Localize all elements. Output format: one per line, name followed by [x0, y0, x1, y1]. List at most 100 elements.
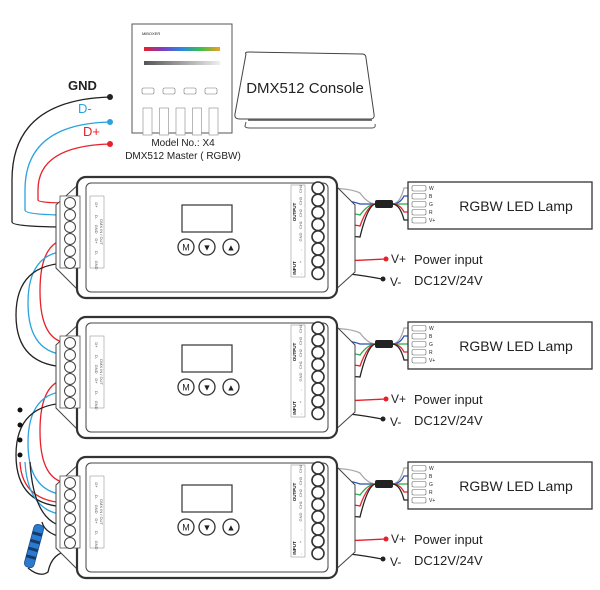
- output-terminal-screw[interactable]: [311, 217, 325, 232]
- button-down[interactable]: [198, 238, 216, 256]
- output-terminal-screw[interactable]: [311, 473, 325, 488]
- dmx-terminal-screw[interactable]: [64, 337, 76, 349]
- dmx-terminal-screw[interactable]: [64, 397, 76, 409]
- zone-slider[interactable]: [208, 107, 219, 136]
- output-terminal-screw[interactable]: [311, 254, 325, 269]
- dmx-terminal-screw[interactable]: [64, 385, 76, 397]
- output-terminal-screw[interactable]: [311, 369, 325, 384]
- resistor-band: [27, 546, 39, 553]
- button-menu[interactable]: [177, 378, 195, 396]
- lamp-pin: [411, 185, 427, 192]
- master-description: DMX512 Master ( RGBW): [125, 151, 241, 162]
- output-terminal-screw[interactable]: [311, 534, 325, 549]
- button-menu[interactable]: [177, 518, 195, 536]
- output-terminal-screw[interactable]: [311, 357, 325, 372]
- decoder-face: [85, 182, 329, 293]
- dmx-terminal-label: GND: [94, 365, 99, 374]
- dplus-terminal-dot: [107, 141, 113, 147]
- dmx-terminal-screw[interactable]: [64, 233, 76, 245]
- output-terminal-screw[interactable]: [311, 230, 325, 244]
- lamp-pin-label: R: [429, 490, 433, 496]
- output-terminal-screw[interactable]: [311, 333, 325, 348]
- panel-button[interactable]: [204, 87, 218, 95]
- lamp-pin-label: R: [429, 210, 433, 216]
- panel-button[interactable]: [141, 87, 155, 95]
- lamp-pin-label: V+: [429, 358, 435, 364]
- lamp-label: RGBW LED Lamp: [459, 198, 573, 214]
- dmx-terminal-screw[interactable]: [64, 373, 76, 385]
- power-voltage-label: DC12V/24V: [414, 273, 483, 288]
- input-terminal-label: -: [298, 413, 303, 415]
- dmx-terminal-label: D+: [94, 518, 99, 524]
- lamp-pin: [411, 217, 427, 224]
- output-terminal-screw[interactable]: [311, 522, 325, 536]
- output-terminal-screw[interactable]: [311, 321, 325, 335]
- button-up[interactable]: [222, 378, 240, 396]
- output-terminal-screw[interactable]: [311, 382, 325, 396]
- output-terminal-screw[interactable]: [311, 406, 325, 421]
- dmx-terminal-label: D-: [94, 531, 99, 536]
- dmx-terminal-screw[interactable]: [64, 477, 76, 489]
- output-terminal-screw[interactable]: [311, 205, 325, 220]
- output-terminal-screw[interactable]: [311, 394, 325, 409]
- resistor-band: [29, 538, 41, 545]
- output-terminal-screw[interactable]: [311, 266, 325, 281]
- dmx-terminal-label: D-: [94, 215, 99, 220]
- zone-slider[interactable]: [142, 107, 153, 136]
- dmx-terminal-screw[interactable]: [64, 525, 76, 537]
- dmx-terminal-screw[interactable]: [64, 257, 76, 269]
- dmx-label-strip: [89, 195, 105, 269]
- dmx-terminal-label: D-: [94, 251, 99, 256]
- panel-button[interactable]: [162, 87, 176, 95]
- dmx-terminal-screw[interactable]: [64, 489, 76, 501]
- output-terminal-screw[interactable]: [311, 345, 325, 360]
- lamp-pin-label: V+: [429, 498, 435, 504]
- output-terminal-screw[interactable]: [311, 193, 325, 207]
- dmx-terminal-label: GND: [94, 401, 99, 410]
- zone-slider[interactable]: [192, 107, 202, 136]
- daisy-chain-wire: [39, 378, 71, 484]
- button-up[interactable]: [222, 238, 240, 256]
- lamp-lead-wire: [391, 343, 412, 361]
- dmx-terminal-screw[interactable]: [64, 197, 76, 209]
- dmx-terminal-screw[interactable]: [64, 537, 76, 549]
- resistor-band: [32, 531, 43, 537]
- output-terminal-label: CH1: [298, 500, 303, 509]
- power-voltage-label: DC12V/24V: [414, 553, 483, 568]
- lamp-pin: [411, 349, 427, 356]
- output-terminal-screw[interactable]: [311, 242, 325, 256]
- vplus-dot: [383, 396, 389, 402]
- lamp-pin-label: B: [429, 474, 433, 480]
- decoder-face: [85, 322, 329, 433]
- button-down[interactable]: [198, 378, 216, 396]
- dmx-terminal-screw[interactable]: [64, 501, 76, 513]
- dmx-terminal-screw[interactable]: [64, 245, 76, 257]
- output-terminal-label: CH4: [298, 464, 303, 473]
- dmx-terminal-screw[interactable]: [64, 209, 76, 221]
- dmx-terminal-screw[interactable]: [64, 361, 76, 373]
- cable-bundle: [375, 200, 393, 208]
- lamp-pin-label: W: [429, 186, 434, 192]
- dmx-terminal-screw[interactable]: [64, 221, 76, 233]
- zone-slider[interactable]: [175, 107, 186, 136]
- dmx-terminal-screw[interactable]: [64, 349, 76, 361]
- lcd-display: [181, 204, 233, 233]
- output-terminal-screw[interactable]: [311, 181, 325, 195]
- output-terminal-screw[interactable]: [311, 546, 325, 561]
- panel-button[interactable]: [183, 87, 197, 95]
- output-terminal-screw[interactable]: [311, 461, 325, 475]
- zone-slider[interactable]: [159, 107, 169, 136]
- dmx-terminal-screw[interactable]: [64, 513, 76, 525]
- lamp-pin-label: G: [429, 202, 433, 208]
- output-terminal-screw[interactable]: [311, 509, 325, 524]
- lamp-box: [407, 181, 593, 230]
- button-menu[interactable]: [177, 238, 195, 256]
- output-terminal-screw[interactable]: [311, 485, 325, 500]
- button-up[interactable]: [222, 518, 240, 536]
- button-label: ▲: [227, 523, 236, 533]
- color-slider: [144, 47, 220, 51]
- output-terminal-screw[interactable]: [311, 497, 325, 512]
- dmx-terminal-label: D+: [94, 482, 99, 488]
- button-down[interactable]: [198, 518, 216, 536]
